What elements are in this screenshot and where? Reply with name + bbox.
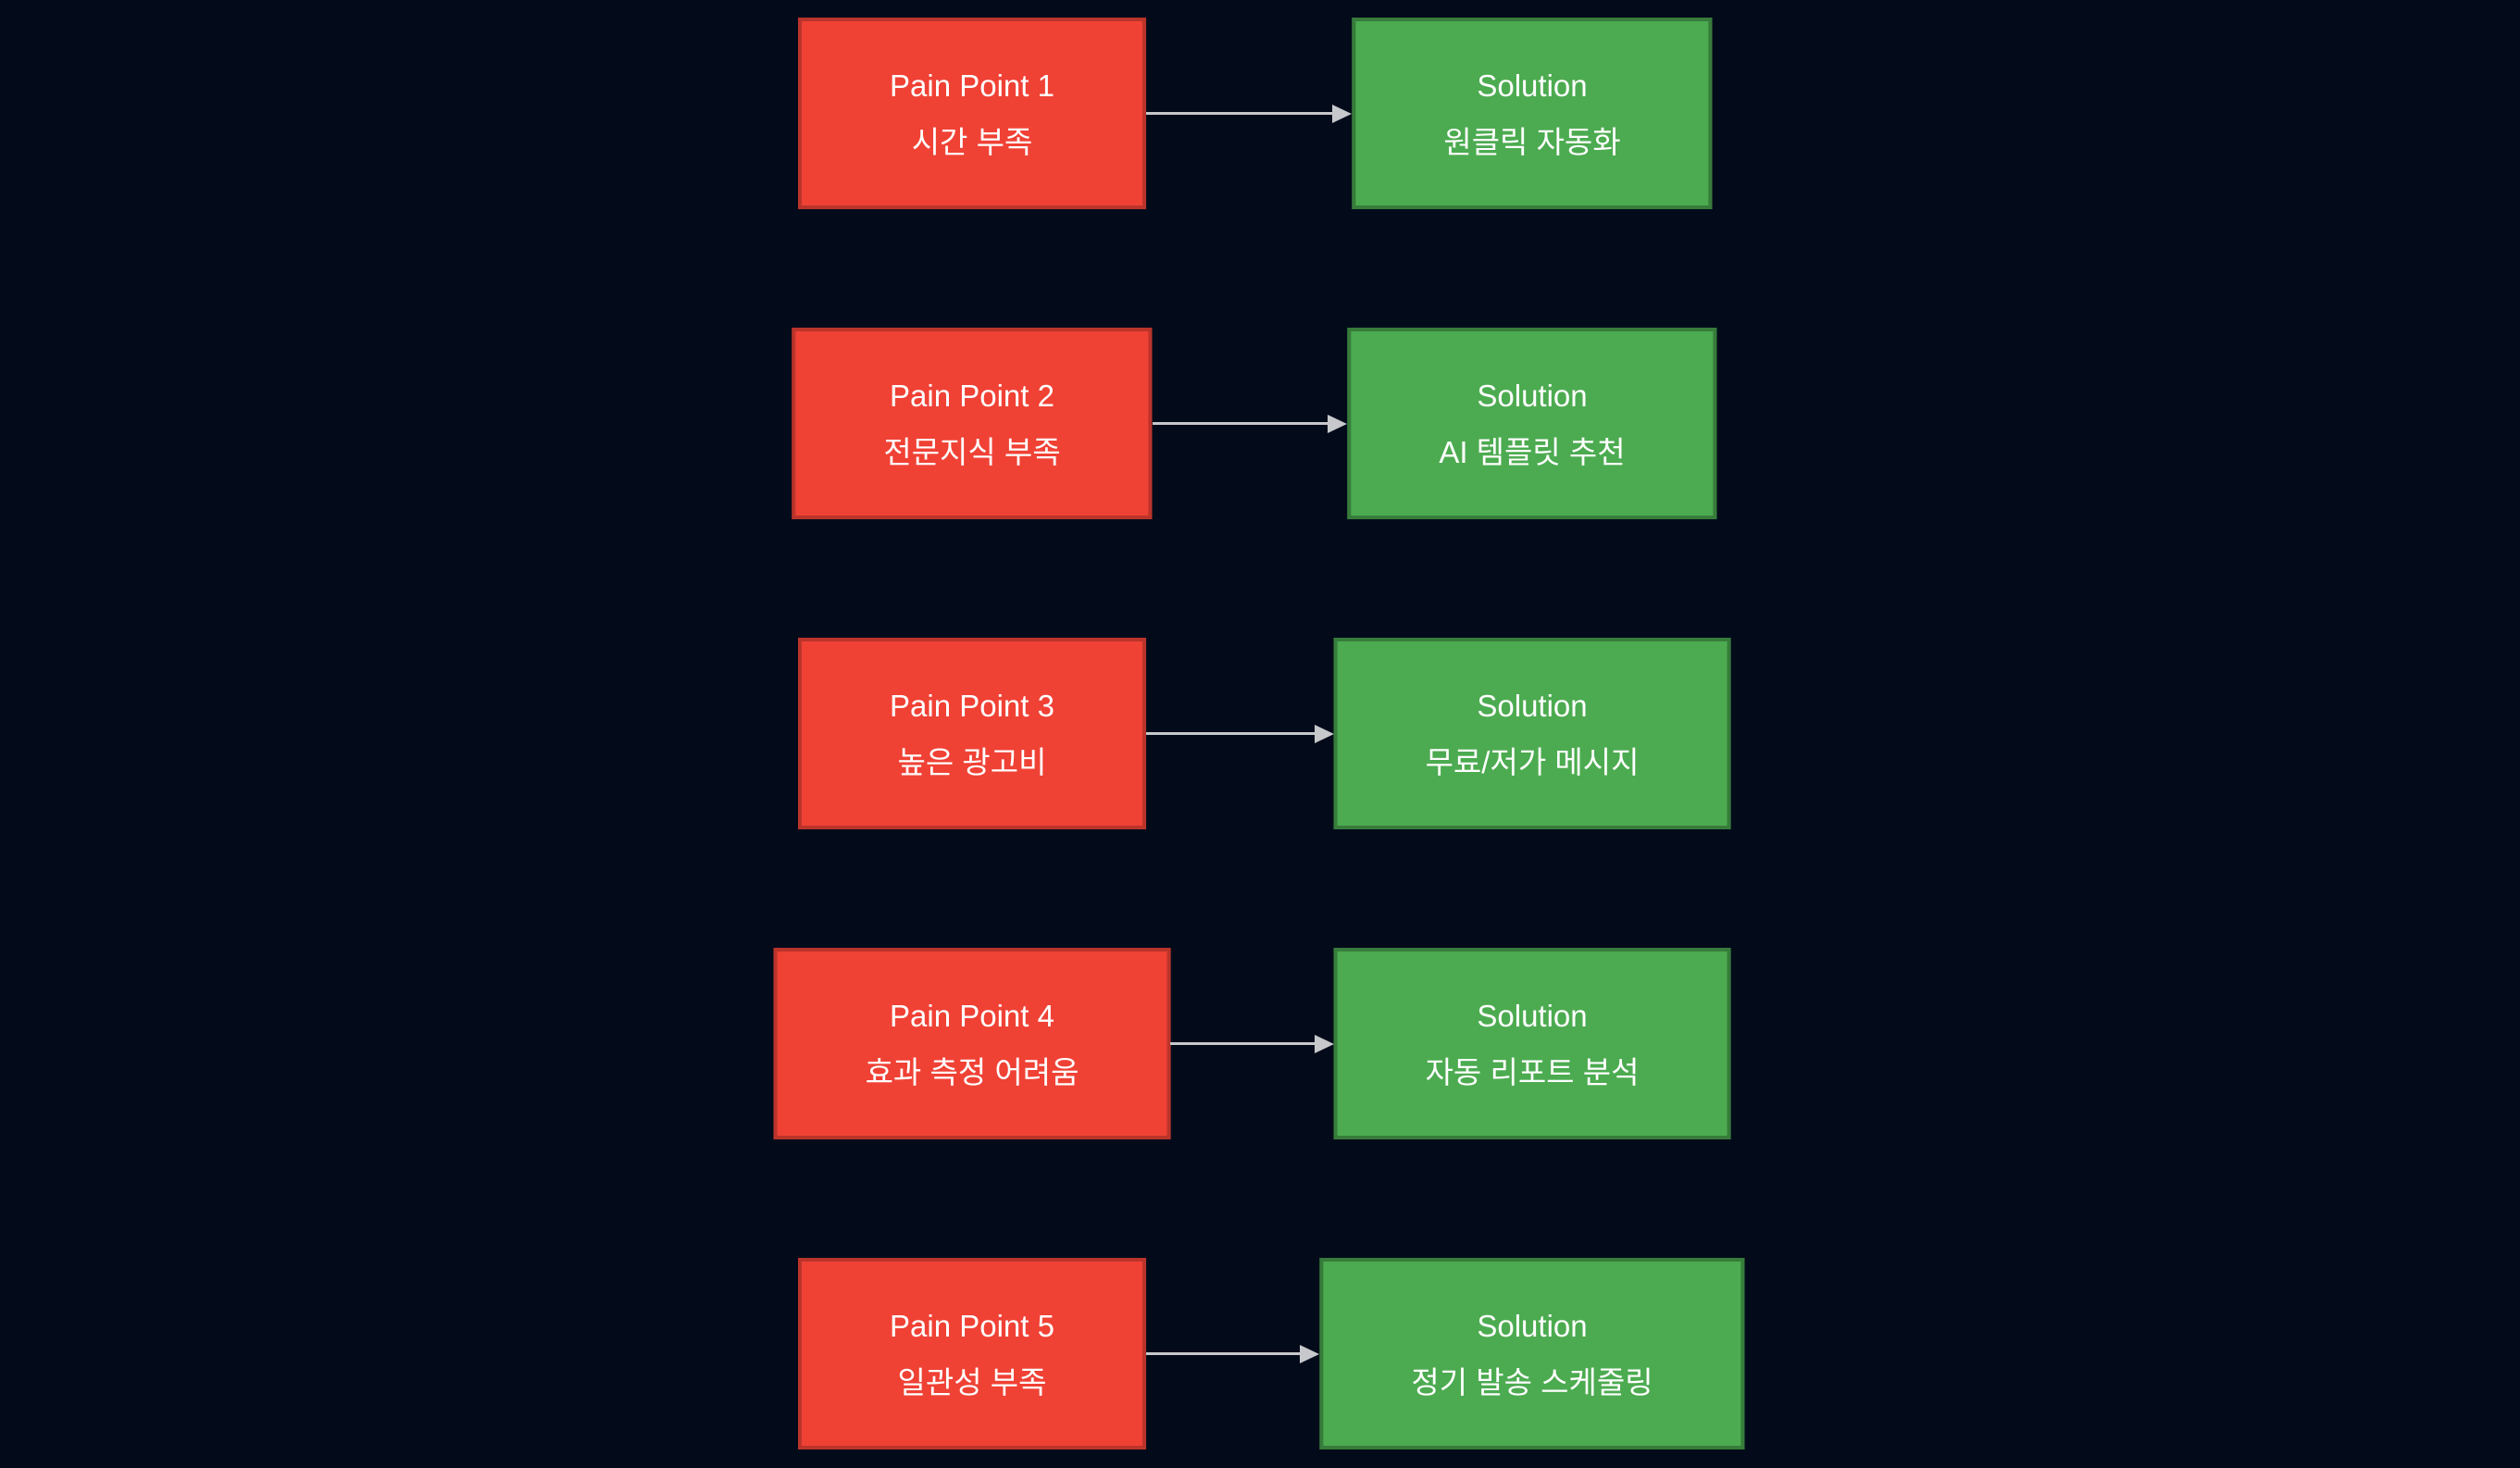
- arrowhead-icon: [1328, 414, 1348, 433]
- pain-point-4-node: Pain Point 4 효과 측정 어려움: [773, 948, 1171, 1139]
- pain-point-5-subtitle: 일관성 부족: [897, 1364, 1047, 1400]
- pain-point-1-node: Pain Point 1 시간 부족: [798, 18, 1146, 209]
- solution-2-subtitle: AI 템플릿 추천: [1439, 434, 1626, 469]
- solution-5-subtitle: 정기 발송 스케줄링: [1411, 1364, 1653, 1400]
- arrow-line: [1145, 111, 1335, 115]
- pain-point-1-title: Pain Point 1: [890, 68, 1054, 103]
- diagram-row-5: Pain Point 5 일관성 부족 Solution 정기 발송 스케줄링: [0, 1258, 2520, 1449]
- pain-point-2-node: Pain Point 2 전문지식 부족: [792, 328, 1153, 519]
- pain-point-2-title: Pain Point 2: [890, 378, 1054, 413]
- pain-point-5-node: Pain Point 5 일관성 부족: [798, 1258, 1146, 1449]
- diagram-row-3: Pain Point 3 높은 광고비 Solution 무료/저가 메시지: [0, 638, 2520, 829]
- solution-5-node: Solution 정기 발송 스케줄링: [1319, 1258, 1745, 1449]
- solution-1-title: Solution: [1477, 68, 1588, 103]
- pain-point-4-title: Pain Point 4: [890, 998, 1054, 1033]
- diagram-row-1: Pain Point 1 시간 부족 Solution 원클릭 자동화: [0, 18, 2520, 209]
- solution-3-subtitle: 무료/저가 메시지: [1425, 744, 1640, 779]
- diagram-row-4: Pain Point 4 효과 측정 어려움 Solution 자동 리포트 분…: [0, 948, 2520, 1139]
- diagram-row-2: Pain Point 2 전문지식 부족 Solution AI 템플릿 추천: [0, 328, 2520, 519]
- solution-1-subtitle: 원클릭 자동화: [1443, 124, 1621, 159]
- arrowhead-icon: [1314, 1034, 1334, 1053]
- arrow-line: [1152, 421, 1330, 425]
- pain-point-1-subtitle: 시간 부족: [911, 124, 1033, 159]
- solution-3-title: Solution: [1477, 688, 1588, 723]
- solution-2-title: Solution: [1477, 378, 1588, 413]
- arrowhead-icon: [1300, 1344, 1320, 1363]
- pain-point-3-subtitle: 높은 광고비: [897, 744, 1047, 779]
- solution-4-title: Solution: [1477, 998, 1588, 1033]
- pain-point-3-title: Pain Point 3: [890, 688, 1054, 723]
- solution-5-title: Solution: [1477, 1308, 1588, 1343]
- solution-4-subtitle: 자동 리포트 분석: [1425, 1054, 1640, 1089]
- pain-point-2-subtitle: 전문지식 부족: [883, 434, 1061, 469]
- pain-point-3-node: Pain Point 3 높은 광고비: [798, 638, 1146, 829]
- arrow-line: [1145, 1351, 1303, 1355]
- pain-point-5-title: Pain Point 5: [890, 1308, 1054, 1343]
- arrowhead-icon: [1314, 724, 1334, 743]
- solution-2-node: Solution AI 템플릿 추천: [1347, 328, 1717, 519]
- arrowhead-icon: [1332, 104, 1353, 123]
- solution-4-node: Solution 자동 리포트 분석: [1333, 948, 1731, 1139]
- pain-point-4-subtitle: 효과 측정 어려움: [865, 1054, 1079, 1089]
- arrow-line: [1145, 731, 1316, 735]
- solution-3-node: Solution 무료/저가 메시지: [1333, 638, 1731, 829]
- solution-1-node: Solution 원클릭 자동화: [1352, 18, 1713, 209]
- arrow-line: [1170, 1041, 1316, 1045]
